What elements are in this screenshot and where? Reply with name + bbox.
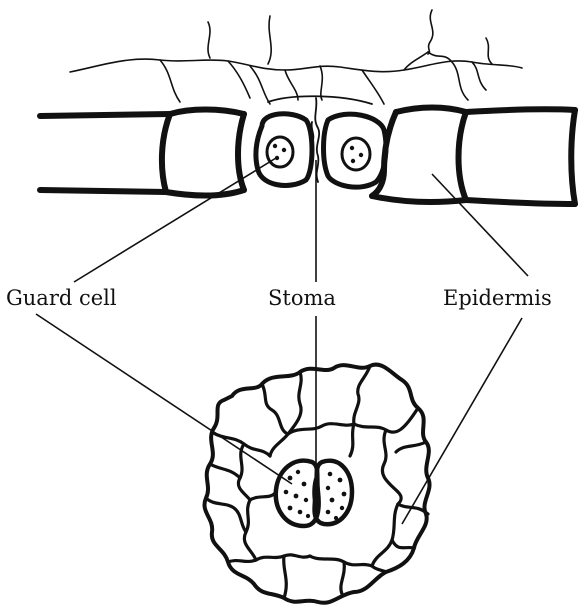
guard-cell-label: Guard cell <box>6 288 117 309</box>
epidermis-label: Epidermis <box>443 288 552 309</box>
guard-cells-section <box>256 114 386 187</box>
mesophyll-walls <box>70 10 522 104</box>
surface-view <box>204 365 429 603</box>
epidermis-leader-top <box>432 174 528 276</box>
epidermis-leader-bottom <box>402 318 522 524</box>
guard-cell-leader-bottom <box>36 314 292 484</box>
stoma-label: Stoma <box>268 288 336 309</box>
cross-section-view <box>40 10 575 204</box>
guard-cell-leader-top <box>74 158 276 282</box>
